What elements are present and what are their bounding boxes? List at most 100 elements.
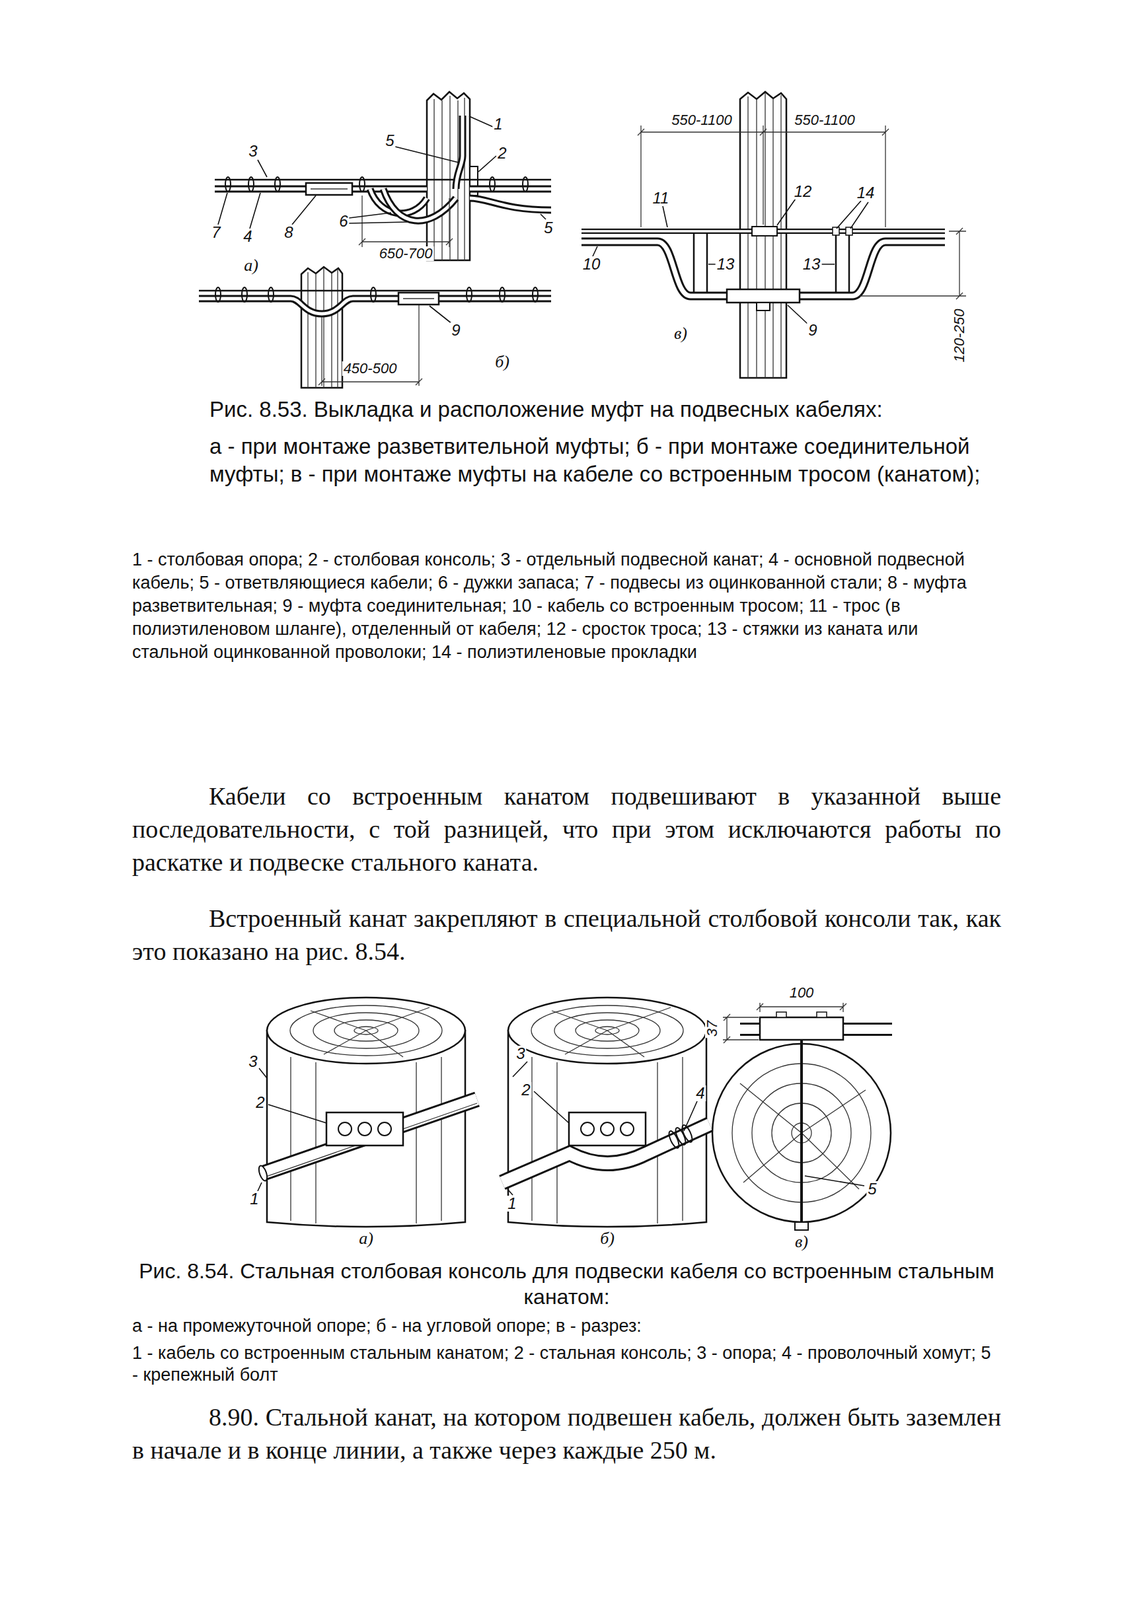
callout-number: 7	[210, 224, 222, 241]
pole-cylinder	[326, 1112, 404, 1146]
pole	[748, 93, 782, 378]
pole-cylinder	[257, 1164, 269, 1183]
pole-cylinder	[338, 1122, 352, 1136]
cable	[268, 287, 274, 302]
cable	[845, 227, 853, 236]
pole-cylinder	[600, 1122, 614, 1136]
cable	[693, 233, 850, 293]
dimension-label: 650-700	[377, 246, 435, 262]
callout-number: 4	[694, 1085, 706, 1102]
caption-legend: 1 - столбовая опора; 2 - столбовая консо…	[132, 548, 992, 665]
pole-cylinder	[377, 1122, 392, 1136]
callout-number: 2	[520, 1082, 532, 1099]
pole-cylinder	[264, 1103, 478, 1178]
leader-line	[257, 1068, 327, 1192]
cable	[383, 188, 456, 221]
body-paragraph: Кабели со встроенным канатом подвешивают…	[132, 779, 1002, 879]
callout-number: 3	[514, 1046, 526, 1062]
cable	[215, 287, 221, 302]
body-paragraph: 8.90. Стальной канат, на котором подвеше…	[132, 1400, 1002, 1467]
callout-number: 3	[247, 1053, 259, 1070]
leader-line	[257, 1061, 865, 1196]
dimension-line	[318, 305, 423, 386]
pole-cylinder	[620, 1122, 634, 1136]
cable	[455, 115, 463, 189]
callout-number: 12	[792, 183, 814, 200]
figure-letter: б)	[493, 353, 511, 371]
dimension-label: 450-500	[342, 361, 399, 376]
cable	[274, 177, 281, 192]
callout-number: 4	[241, 228, 254, 245]
cable	[581, 241, 945, 297]
callout-number: 9	[806, 322, 819, 339]
callout-number: 2	[254, 1094, 266, 1111]
figure-letter: в)	[793, 1233, 810, 1251]
cable	[305, 183, 353, 195]
figure-caption: Рис. 8.54. Стальная столбовая консоль дл…	[132, 1258, 1002, 1311]
leader-line	[429, 305, 452, 324]
cable	[214, 179, 552, 182]
section-view	[776, 1012, 787, 1018]
callout-number: 1	[492, 116, 504, 133]
pole-cylinder	[551, 1007, 671, 1058]
figure-letter: в)	[672, 325, 689, 343]
cable	[581, 241, 945, 297]
dimension-line	[637, 125, 967, 300]
caption-text: 1 - кабель со встроенным стальным канато…	[132, 1342, 1002, 1387]
callout-number: 5	[383, 132, 396, 149]
cable	[489, 177, 495, 192]
dimension-label: 120-250	[952, 307, 967, 365]
callout-number: 13	[801, 256, 823, 273]
callout-number: 5	[542, 220, 554, 236]
figure-letter: а)	[242, 257, 260, 275]
section-view	[800, 1040, 803, 1224]
cable	[241, 287, 248, 302]
pole-cylinder	[290, 1057, 442, 1224]
cable	[215, 287, 538, 302]
cable	[403, 298, 435, 299]
cable	[469, 187, 552, 191]
callout-number: 1	[506, 1196, 518, 1212]
pole-cylinder	[502, 997, 710, 1228]
pole-cylinder	[262, 1099, 478, 1174]
cable	[756, 302, 770, 311]
pole-cylinder	[257, 997, 478, 1228]
callout-number: 14	[855, 185, 877, 201]
leader-line	[218, 116, 546, 229]
pole-cylinder	[310, 1007, 430, 1058]
section-view	[759, 1017, 844, 1041]
cable	[522, 177, 528, 192]
caption-text: а - на промежуточной опоре; б - на углов…	[132, 1315, 1002, 1338]
body-paragraph: Встроенный канат закрепляют в специально…	[132, 901, 1002, 969]
callout-number: 10	[581, 256, 602, 273]
section-view	[816, 1012, 827, 1018]
pole-cylinder	[580, 1122, 634, 1136]
dimension-line	[722, 1003, 847, 1044]
cable	[214, 115, 552, 221]
cable	[198, 287, 552, 314]
pole	[307, 268, 338, 388]
pole-cylinder	[266, 997, 466, 1064]
section-view	[794, 1222, 809, 1231]
cable	[581, 226, 945, 311]
cable	[832, 227, 840, 236]
dimension-label: 550-1100	[792, 112, 856, 128]
callout-number: 1	[248, 1191, 260, 1208]
dimension-label: 550-1100	[670, 112, 733, 128]
cable	[225, 177, 528, 192]
leader-line	[218, 116, 869, 324]
cable	[248, 177, 254, 192]
pole	[426, 91, 470, 261]
cable	[466, 287, 472, 302]
callout-number: 2	[496, 145, 508, 162]
cable	[469, 198, 552, 211]
cable	[532, 287, 538, 302]
section-view	[712, 1012, 893, 1231]
cable	[455, 115, 463, 189]
pole-cylinder	[667, 1124, 695, 1150]
dimension-line	[358, 195, 453, 248]
cable	[359, 177, 365, 192]
dimension-label: 37	[705, 1019, 720, 1039]
callout-number: 8	[282, 224, 295, 241]
